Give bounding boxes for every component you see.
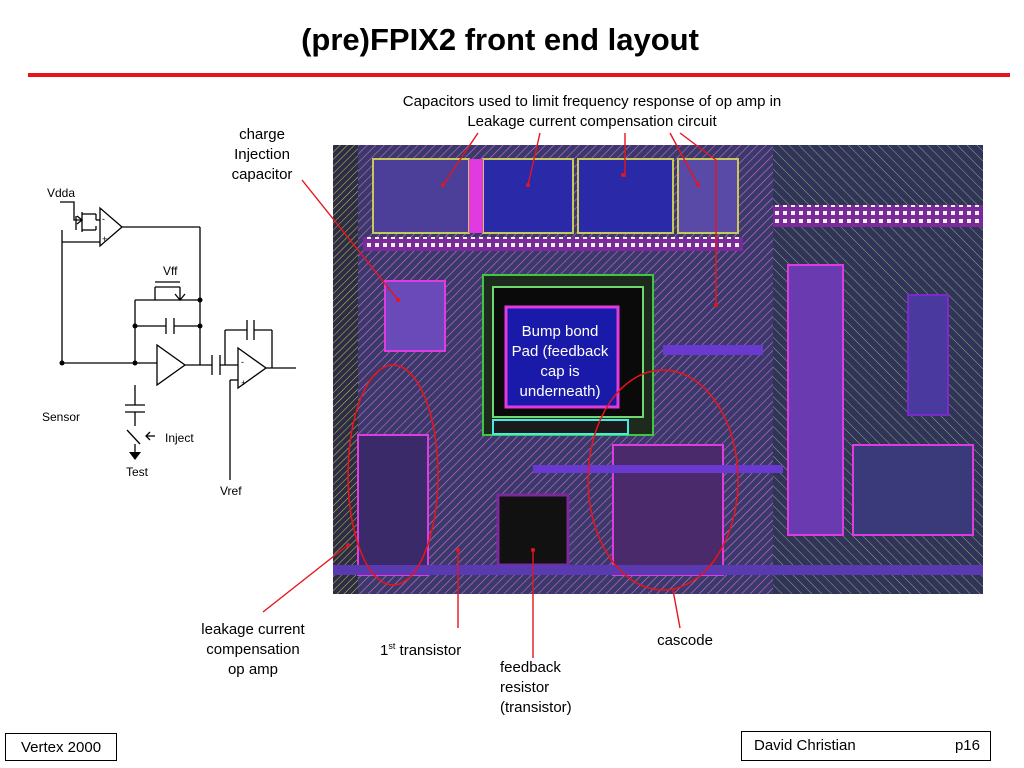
- svg-text:+: +: [241, 378, 246, 388]
- slide-title: (pre)FPIX2 front end layout: [301, 22, 699, 57]
- test-arrow: [129, 452, 141, 460]
- chip-layout-image: [333, 145, 983, 594]
- svg-text:+: +: [102, 234, 107, 244]
- callout-charge-injection: [301, 179, 399, 301]
- callout-cascode: [672, 589, 681, 629]
- charge-injection-line2: Injection: [234, 146, 290, 163]
- sensor-label: Sensor: [42, 410, 81, 424]
- capacitors-label: Capacitors used to limit frequency respo…: [352, 92, 832, 132]
- callout-leakage: [262, 544, 349, 613]
- svg-text:-: -: [102, 214, 105, 224]
- leakage-line3: op amp: [227, 661, 279, 678]
- cascode-label: cascode: [657, 632, 713, 649]
- vff-label: Vff: [163, 264, 178, 278]
- feedback-line3: (transistor): [500, 699, 572, 716]
- leakage-line1: leakage current: [201, 621, 305, 638]
- vdda-label: Vdda: [47, 186, 76, 200]
- bump-bond-line1: Bump bond: [521, 323, 599, 340]
- callout-cap1: [442, 132, 479, 186]
- callout-cap2: [527, 132, 541, 186]
- bump-bond-line4: underneath): [519, 383, 601, 400]
- bump-bond-pad: [504, 305, 620, 409]
- footer-author: David Christian: [754, 737, 856, 754]
- charge-injection-line1: charge: [239, 126, 285, 143]
- bump-bond-line2: Pad (feedback: [511, 343, 609, 360]
- leakage-opamp-label: leakage current compensation op amp: [188, 620, 318, 680]
- preamp-triangle: [156, 343, 187, 387]
- vdda-wire: [60, 201, 82, 221]
- shaper-triangle: [237, 346, 268, 390]
- bias-opamp: [99, 206, 123, 248]
- bump-bond-line3: cap is: [540, 363, 580, 380]
- footer-conference: Vertex 2000: [5, 733, 117, 761]
- test-label: Test: [126, 465, 149, 479]
- inject-label: Inject: [165, 431, 194, 445]
- charge-injection-label: charge Injection capacitor: [212, 125, 312, 185]
- feedback-line1: feedback: [500, 659, 561, 676]
- feedback-line2: resistor: [500, 679, 550, 696]
- first-transistor-label: 1st transistor: [380, 641, 462, 659]
- capacitors-label-line2: Leakage current compensation circuit: [467, 113, 717, 130]
- charge-injection-line3: capacitor: [231, 166, 293, 183]
- svg-text:-: -: [241, 357, 244, 367]
- bump-bond-label: Bump bond Pad (feedback cap is underneat…: [504, 322, 616, 402]
- callout-cap4: [669, 132, 699, 186]
- front-end-schematic: - + - +: [59, 201, 296, 480]
- inject-switch: [126, 429, 141, 445]
- footer-page-number: p16: [954, 737, 980, 754]
- footer-author-box: David Christian p16: [741, 731, 991, 761]
- feedback-resistor-label: feedback resistor (transistor): [500, 658, 600, 718]
- title-underline: [28, 73, 1010, 77]
- vref-label: Vref: [220, 484, 242, 498]
- capacitors-label-line1: Capacitors used to limit frequency respo…: [402, 93, 782, 110]
- leakage-line2: compensation: [206, 641, 300, 658]
